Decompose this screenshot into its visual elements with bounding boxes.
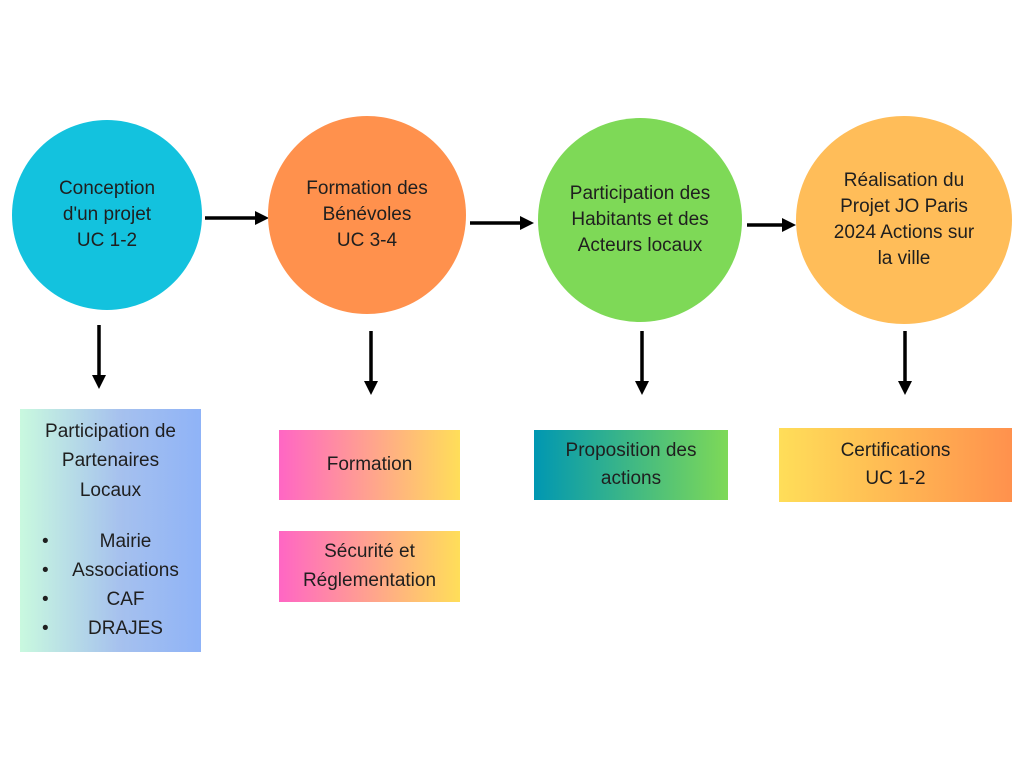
proposition-box: Proposition des actions — [534, 430, 728, 500]
bullet-icon: • — [42, 531, 49, 553]
list-item: •CAF — [20, 585, 201, 614]
step-formation-label: Formation des Bénévoles UC 3-4 — [306, 177, 428, 252]
formation-label: Formation — [326, 453, 413, 475]
partners-list: •Mairie •Associations •CAF •DRAJES — [20, 527, 201, 643]
bullet-icon: • — [42, 560, 49, 582]
step-realisation-label: Réalisation du Projet JO Paris 2024 Acti… — [833, 169, 975, 270]
step-formation-circle: Formation des Bénévoles UC 3-4 — [268, 116, 466, 314]
list-item: •Associations — [20, 556, 201, 585]
list-item: •Mairie — [20, 527, 201, 556]
bullet-icon: • — [42, 589, 49, 611]
bullet-icon: • — [42, 618, 49, 640]
partners-title: Participation de Partenaires Locaux — [45, 421, 176, 501]
step-participation-circle: Participation des Habitants et des Acteu… — [538, 118, 742, 322]
step-conception-label: Conception d'un projet UC 1-2 — [58, 177, 156, 252]
certifications-label: Certifications UC 1-2 — [840, 439, 951, 490]
proposition-label: Proposition des actions — [565, 439, 697, 490]
certifications-box: Certifications UC 1-2 — [779, 428, 1012, 502]
list-item: •DRAJES — [20, 614, 201, 643]
step-participation-label: Participation des Habitants et des Acteu… — [569, 182, 711, 257]
step-conception-circle: Conception d'un projet UC 1-2 — [12, 120, 202, 310]
securite-box: Sécurité et Réglementation — [279, 531, 460, 602]
securite-label: Sécurité et Réglementation — [302, 541, 437, 591]
formation-box: Formation — [279, 430, 460, 500]
partners-box: Participation de Partenaires Locaux •Mai… — [20, 409, 201, 652]
step-realisation-circle: Réalisation du Projet JO Paris 2024 Acti… — [796, 116, 1012, 324]
